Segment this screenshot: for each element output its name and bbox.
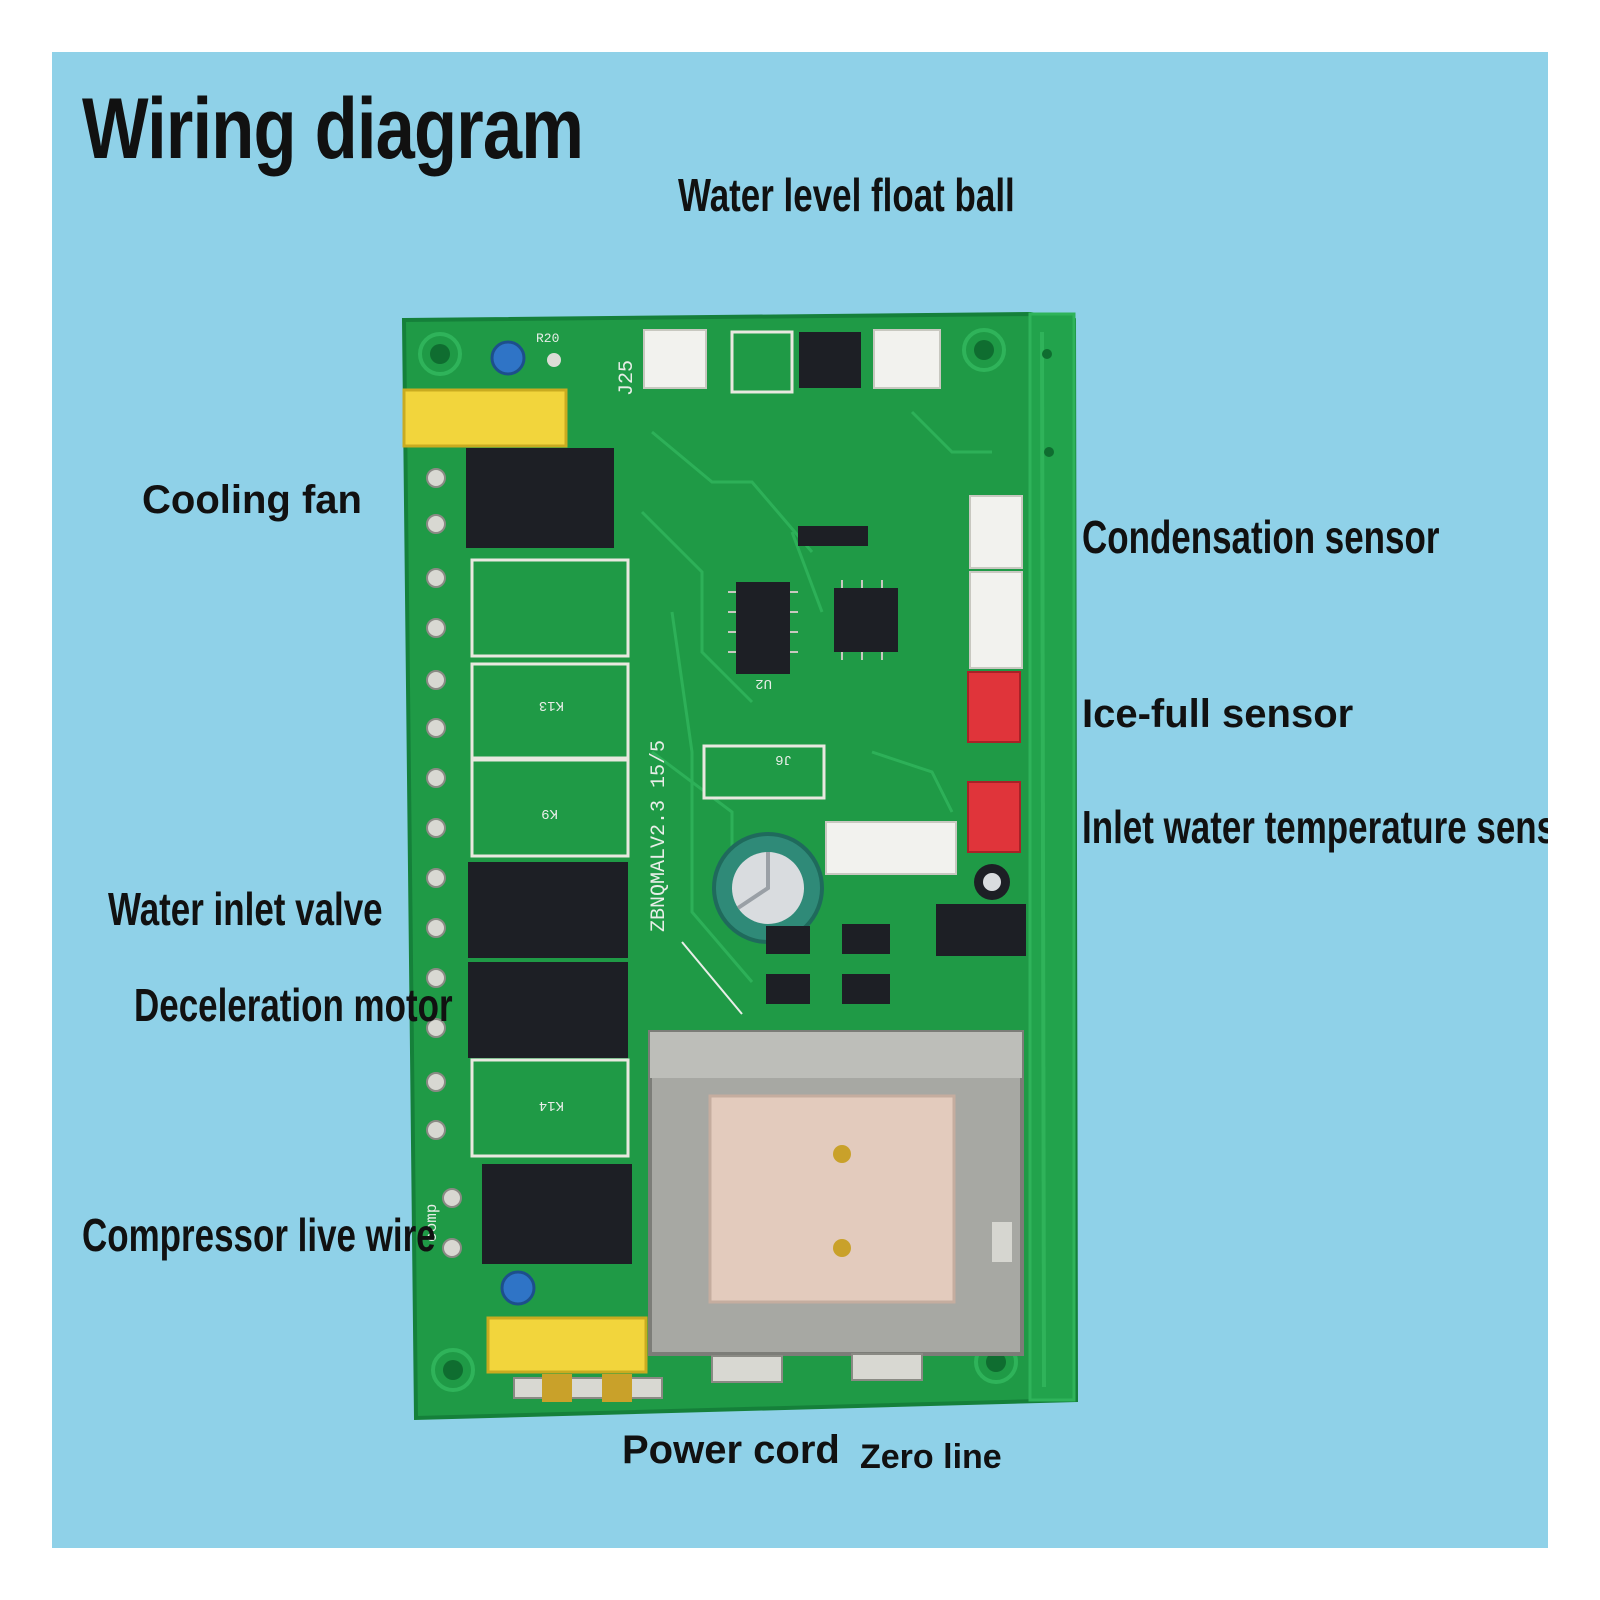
silkscreen-text: J25 R20 K13 K9 K14 U2 J6 comp ZBNQMALV2.… <box>423 331 792 1242</box>
silk-r20: R20 <box>536 331 559 346</box>
label-water-level-float-ball: Water level float ball <box>678 169 1015 221</box>
silk-j25: J25 <box>616 360 639 396</box>
label-ice-full-sensor: Ice-full sensor <box>1082 692 1354 736</box>
silk-u2: U2 <box>755 675 772 691</box>
transformer <box>648 1030 1024 1356</box>
label-inlet-water-temperature-sensor: Inlet water temperature sensor <box>1082 801 1548 853</box>
label-power-cord: Power cord <box>622 1428 840 1472</box>
silk-j6: J6 <box>775 751 792 767</box>
smd-components <box>766 904 1026 1004</box>
label-water-inlet-valve: Water inlet valve <box>108 883 383 935</box>
power-terminals <box>711 1353 923 1383</box>
right-connectors <box>702 495 1023 875</box>
label-cooling-fan: Cooling fan <box>142 478 362 522</box>
label-deceleration-motor: Deceleration motor <box>134 979 453 1031</box>
silk-k14: K14 <box>539 1097 564 1113</box>
silk-comp: comp <box>423 1204 441 1242</box>
yellow-capacitor-bottom <box>486 1316 648 1374</box>
label-zero-line: Zero line <box>860 1438 1002 1476</box>
silk-k13: K13 <box>539 697 564 713</box>
top-connectors <box>643 329 941 394</box>
yellow-capacitor-top <box>402 388 568 448</box>
relay-row <box>466 448 632 1264</box>
blue-disc-capacitor-bottom <box>500 1270 536 1306</box>
diagram-background: J25 R20 K13 K9 K14 U2 J6 comp ZBNQMALV2.… <box>52 52 1548 1548</box>
label-condensation-sensor: Condensation sensor <box>1082 511 1440 563</box>
integrated-circuits <box>728 526 898 674</box>
fuse <box>513 1374 663 1402</box>
circuit-board-photo: J25 R20 K13 K9 K14 U2 J6 comp ZBNQMALV2.… <box>401 311 1079 1421</box>
silk-k9: K9 <box>541 805 558 821</box>
blue-disc-capacitor-top <box>490 340 526 376</box>
label-compressor-live-wire: Compressor live wire <box>82 1209 436 1261</box>
diagram-title: Wiring diagram <box>82 81 584 177</box>
pcb-traces <box>640 410 992 983</box>
silk-board-version: ZBNQMALV2.3 15/5 <box>648 740 671 932</box>
electrolytic-capacitor <box>712 832 1010 944</box>
left-terminals <box>426 468 462 1258</box>
